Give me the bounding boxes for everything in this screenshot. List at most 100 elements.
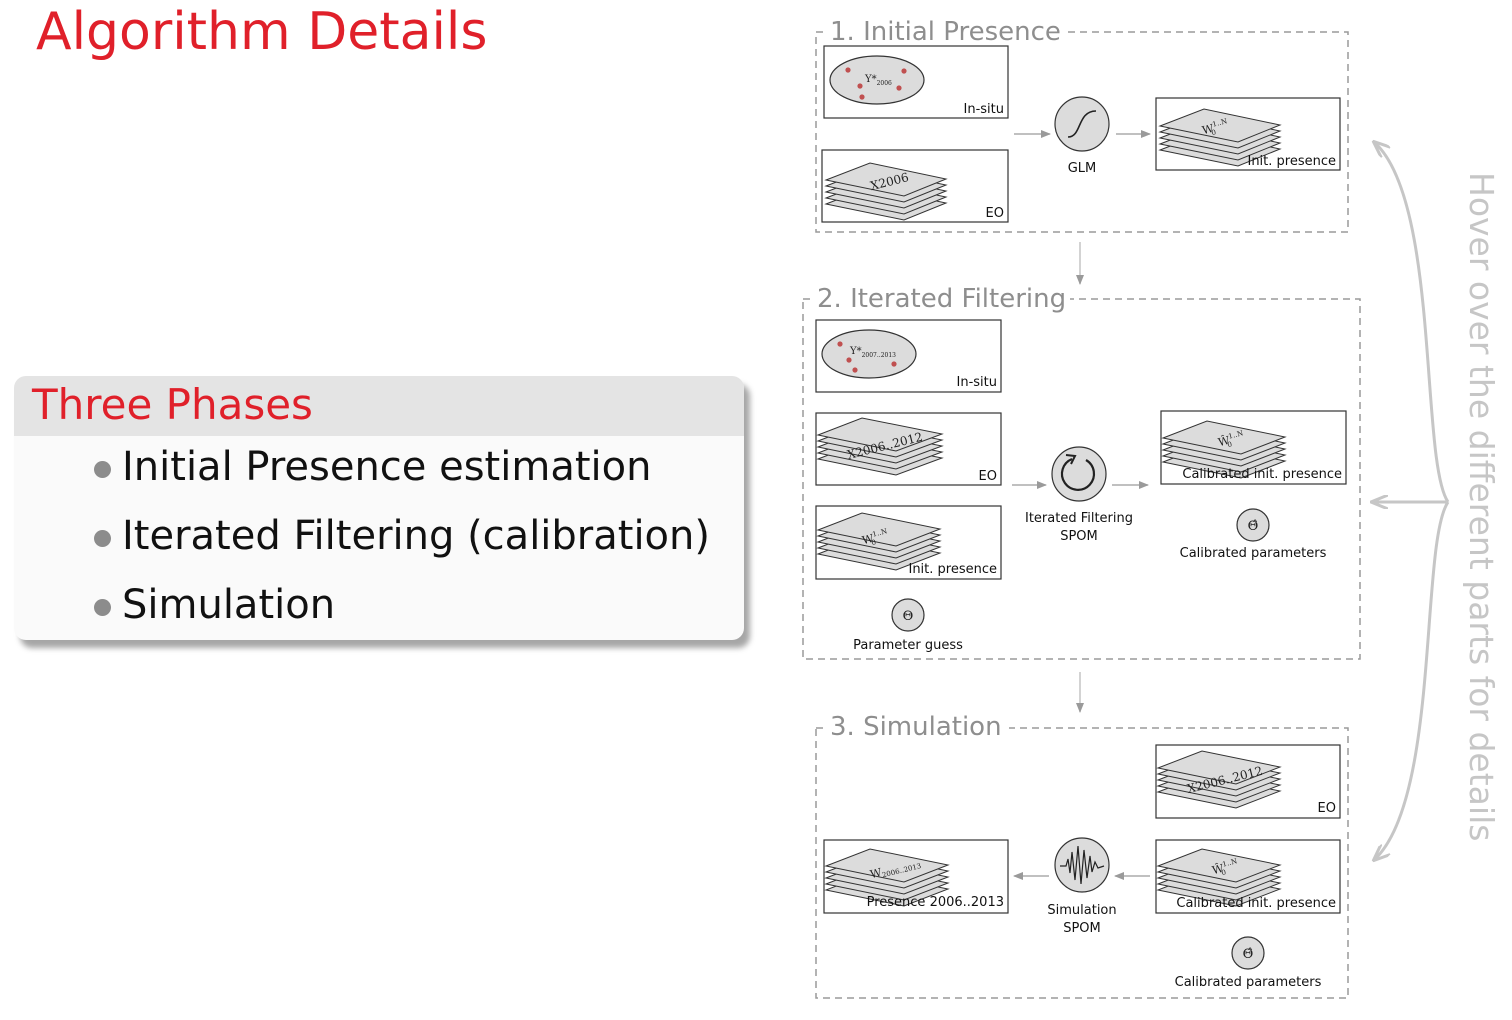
svg-text:Y*2007..2013: Y*2007..2013 bbox=[849, 346, 896, 359]
svg-text:Ŵ1..N0: Ŵ1..N0 bbox=[1217, 429, 1246, 451]
layer-stack-icon bbox=[824, 848, 950, 907]
phase2-output-box[interactable]: Ŵ1..N0 Calibrated init. presence bbox=[1160, 410, 1347, 485]
insitu-symbol: Y* bbox=[849, 346, 862, 357]
svg-text:W1..N0: W1..N0 bbox=[861, 527, 890, 549]
list-item: Initial Presence estimation bbox=[14, 436, 744, 505]
observation-dot-icon bbox=[852, 367, 858, 373]
layer-stack-icon bbox=[1158, 108, 1282, 167]
insitu-subscript: 2007..2013 bbox=[862, 352, 897, 359]
phase3-title: 3. Simulation bbox=[830, 712, 1002, 742]
simulation-node[interactable]: Simulation SPOM bbox=[1047, 837, 1117, 936]
phase2-eo-box[interactable]: X2006..2012 EO bbox=[815, 412, 1002, 486]
list-item-text: Simulation bbox=[122, 582, 336, 628]
layer-stack-icon bbox=[816, 417, 944, 476]
phase2-init-presence-box[interactable]: W1..N0 Init. presence bbox=[815, 505, 1002, 580]
phase2-init-symbol: W bbox=[861, 532, 876, 548]
hover-brace bbox=[1372, 142, 1450, 860]
phase2-output-sup: 1..N bbox=[1228, 429, 1245, 440]
spom-label: SPOM bbox=[1060, 529, 1098, 544]
phase2-output-label: Calibrated init. presence bbox=[1182, 467, 1342, 482]
phase3-eo-box[interactable]: X2006..2012 EO bbox=[1155, 744, 1341, 819]
bullet-icon bbox=[94, 530, 111, 547]
phase3-init-presence-box[interactable]: Ŵ1..N0 Calibrated init. presence bbox=[1155, 839, 1341, 914]
glm-node[interactable]: GLM bbox=[1054, 96, 1110, 176]
insitu-subscript: 2006 bbox=[877, 80, 892, 87]
phase3-calibrated-parameters-label: Calibrated parameters bbox=[1175, 975, 1322, 990]
phase1-output-sup: 1..N bbox=[1212, 117, 1229, 128]
observation-dot-icon bbox=[846, 357, 852, 363]
phase3-init-symbol: Ŵ bbox=[1211, 861, 1226, 877]
phase3-eo-label: EO bbox=[1318, 801, 1336, 816]
theta-hat-icon: Θ̂ bbox=[1243, 947, 1254, 962]
layer-stack-icon bbox=[1161, 420, 1287, 479]
svg-text:Ŵ1..N0: Ŵ1..N0 bbox=[1211, 857, 1240, 879]
theta-icon: Θ bbox=[903, 609, 914, 624]
list-item-text: Initial Presence estimation bbox=[122, 444, 652, 490]
layer-stack-icon bbox=[816, 512, 942, 571]
iterated-filtering-node[interactable]: Iterated Filtering SPOM bbox=[1025, 446, 1133, 544]
phase1-insitu-label: In-situ bbox=[964, 102, 1005, 117]
phase1-title: 1. Initial Presence bbox=[830, 17, 1061, 47]
phase2-output-symbol: Ŵ bbox=[1217, 433, 1232, 449]
bullet-icon bbox=[94, 461, 111, 478]
layer-stack-icon bbox=[824, 162, 948, 221]
calibrated-parameters-node[interactable]: Θ̂ Calibrated parameters bbox=[1180, 508, 1327, 561]
waveform-icon bbox=[1060, 845, 1105, 885]
phase3-output-label: Presence 2006..2013 bbox=[867, 895, 1004, 910]
phase1-output-symbol: W bbox=[1201, 122, 1216, 138]
bullet-icon bbox=[94, 599, 111, 616]
phase2-title: 2. Iterated Filtering bbox=[817, 284, 1066, 314]
phase-iterated-filtering[interactable]: 2. Iterated Filtering Y*2007..2013 In-si… bbox=[802, 283, 1361, 660]
phase1-output-label: Init. presence bbox=[1247, 154, 1336, 169]
observation-dot-icon bbox=[891, 361, 897, 367]
phase3-init-label: Calibrated init. presence bbox=[1176, 896, 1336, 911]
refresh-icon bbox=[1060, 457, 1096, 491]
glm-node-label: GLM bbox=[1068, 161, 1097, 176]
observation-dot-icon bbox=[901, 68, 907, 74]
phase3-init-sup: 1..N bbox=[1222, 857, 1239, 868]
slide-title: Algorithm Details bbox=[36, 2, 488, 62]
calibrated-parameters-label: Calibrated parameters bbox=[1180, 546, 1327, 561]
phase2-output-sub: 0 bbox=[1227, 440, 1233, 449]
phase2-init-sup: 1..N bbox=[872, 527, 889, 538]
phase1-insitu-box[interactable]: Y*2006 In-situ bbox=[823, 45, 1009, 119]
phases-list: Initial Presence estimation Iterated Fil… bbox=[14, 436, 744, 640]
list-item: Simulation bbox=[14, 574, 744, 640]
phase3-init-sub: 0 bbox=[1221, 868, 1227, 877]
layer-stack-icon bbox=[1156, 750, 1282, 809]
observation-dot-icon bbox=[837, 341, 843, 347]
parameter-guess-node[interactable]: Θ Parameter guess bbox=[853, 598, 963, 653]
phase1-output-sub: 0 bbox=[1211, 128, 1217, 137]
phases-block-title: Three Phases bbox=[32, 380, 313, 429]
simulation-node-label: Simulation bbox=[1047, 903, 1116, 918]
iterated-filtering-label: Iterated Filtering bbox=[1025, 511, 1133, 526]
phase-simulation[interactable]: 3. Simulation X2006..2012 EO Ŵ1.. bbox=[815, 712, 1349, 999]
phase2-insitu-box[interactable]: Y*2007..2013 In-situ bbox=[815, 319, 1002, 393]
phase2-init-label: Init. presence bbox=[908, 562, 997, 577]
phase1-eo-box[interactable]: X2006 EO bbox=[821, 149, 1009, 223]
phase2-eo-label: EO bbox=[979, 469, 997, 484]
observation-dot-icon bbox=[896, 85, 902, 91]
observation-dot-icon bbox=[845, 67, 851, 73]
phases-block: Three Phases Initial Presence estimation… bbox=[14, 376, 744, 640]
observation-dot-icon bbox=[857, 83, 863, 89]
phase1-output-box[interactable]: W1..N0 Init. presence bbox=[1155, 97, 1341, 171]
phase2-insitu-label: In-situ bbox=[957, 375, 998, 390]
phase-initial-presence[interactable]: 1. Initial Presence Y*2006 In-situ X2006… bbox=[815, 16, 1349, 233]
observation-dot-icon bbox=[859, 94, 865, 100]
list-item: Iterated Filtering (calibration) bbox=[14, 505, 744, 574]
parameter-guess-label: Parameter guess bbox=[853, 638, 963, 653]
spom-label: SPOM bbox=[1063, 921, 1101, 936]
phase3-output-box[interactable]: W2006..2013 Presence 2006..2013 bbox=[823, 839, 1009, 914]
theta-hat-icon: Θ̂ bbox=[1248, 519, 1259, 534]
phases-block-header: Three Phases bbox=[14, 376, 744, 436]
phase3-calibrated-parameters-node[interactable]: Θ̂ Calibrated parameters bbox=[1175, 936, 1322, 990]
phase3-output-symbol: W bbox=[869, 866, 884, 882]
phase2-init-sub: 0 bbox=[871, 538, 877, 547]
svg-text:W1..N0: W1..N0 bbox=[1201, 117, 1230, 139]
phase1-eo-label: EO bbox=[986, 206, 1004, 221]
hover-hint: Hover over the different parts for detai… bbox=[1462, 172, 1501, 842]
sigmoid-icon bbox=[1067, 110, 1097, 138]
insitu-symbol: Y* bbox=[864, 74, 877, 85]
